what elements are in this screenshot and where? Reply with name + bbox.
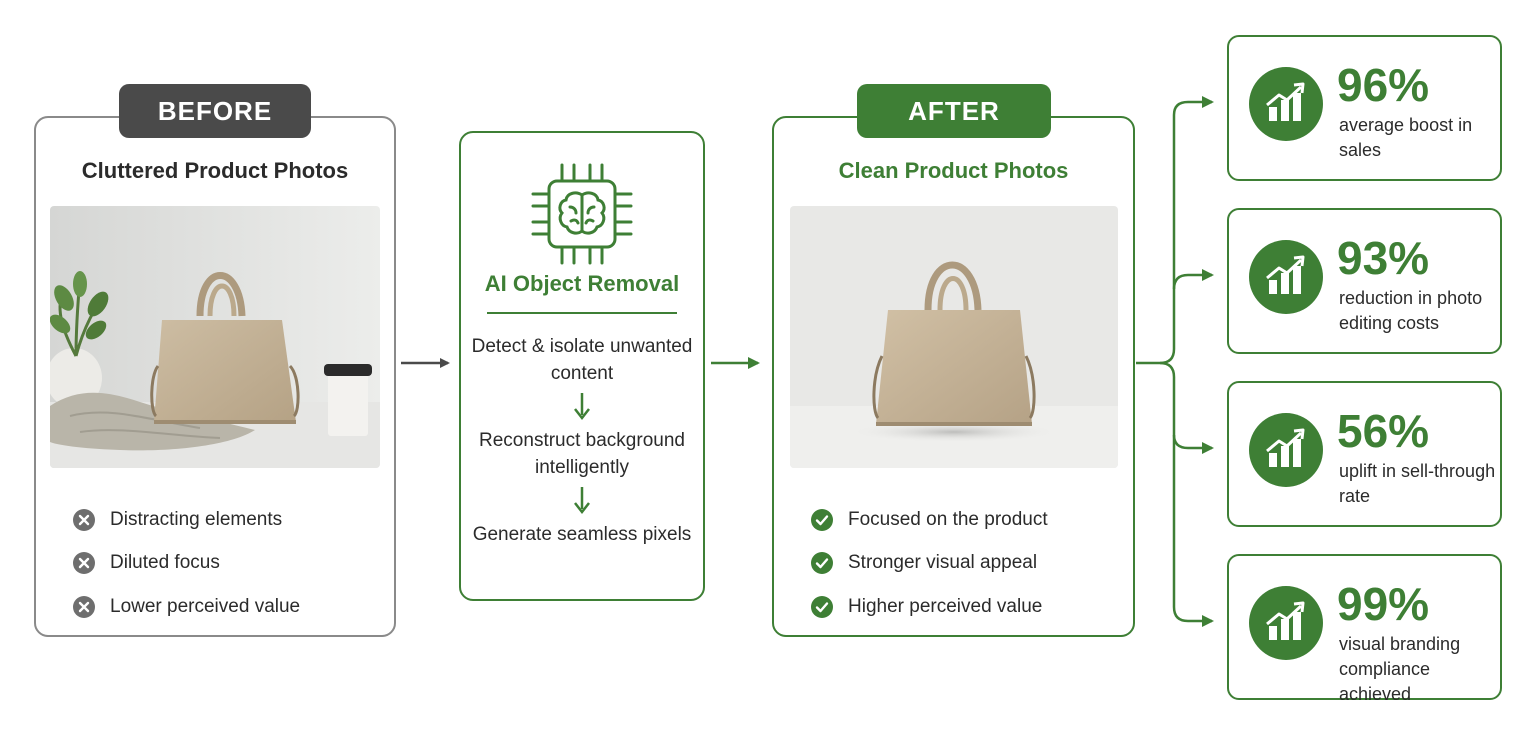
list-item: Diluted focus [72,542,300,586]
stat-label: visual branding compliance achieved [1339,634,1461,704]
branch-to-stat-4 [1172,435,1214,627]
arrow-down-icon [572,391,592,421]
branch-to-stat-2 [1172,269,1214,290]
list-item: Lower perceived value [72,585,300,629]
ai-step-reconstruct: Reconstruct background intelligently [479,430,685,478]
ai-divider [487,312,677,314]
list-item: Stronger visual appeal [810,542,1048,586]
stat-card: 93% reduction in photo editing costs [1227,208,1502,354]
stat-value: 99% [1337,578,1430,630]
cluttered-product-photo [50,206,380,468]
growth-chart-icon [1249,586,1323,660]
after-panel: Clean Product Photos [772,116,1135,637]
list-item: Distracting elements [72,498,300,542]
before-bullet-list: Distracting elements Diluted focus Lower… [72,498,300,629]
stat-card: 99% visual branding compliance achieved [1227,554,1502,704]
check-circle-icon [810,595,834,619]
after-bullet-list: Focused on the product Stronger visual a… [810,498,1048,629]
check-circle-icon [810,551,834,575]
x-circle-icon [72,508,96,532]
arrow-down-icon [572,485,592,515]
branch-to-stat-3 [1159,361,1214,454]
stat-value: 56% [1337,405,1430,457]
list-item: Higher perceived value [810,585,1048,629]
before-bullet-text: Distracting elements [110,508,283,530]
growth-chart-icon [1249,67,1323,141]
stat-label: average boost in sales [1339,115,1473,160]
ai-process-panel: AI Object Removal Detect & isolate unwan… [459,131,705,601]
before-bullet-text: Diluted focus [110,552,220,574]
x-circle-icon [72,551,96,575]
list-item: Focused on the product [810,498,1048,542]
before-panel: Cluttered Product Photos [34,116,396,637]
after-bullet-text: Stronger visual appeal [848,552,1038,574]
before-tag: BEFORE [119,84,311,138]
brain-chip-icon [529,161,635,267]
ai-step-detect: Detect & isolate unwanted content [471,336,693,384]
ai-title: AI Object Removal [484,271,680,296]
after-bullet-text: Focused on the product [848,508,1048,530]
growth-chart-icon [1249,413,1323,487]
clean-product-photo [790,206,1118,468]
stat-card: 96% average boost in sales [1227,35,1502,181]
stat-label: uplift in sell-through rate [1339,461,1496,506]
branch-trunk [1136,96,1214,365]
before-title: Cluttered Product Photos [81,158,349,183]
after-title: Clean Product Photos [838,158,1069,183]
stat-value: 93% [1337,232,1430,284]
ai-step-generate: Generate seamless pixels [472,524,692,545]
x-circle-icon [72,595,96,619]
stat-card: 56% uplift in sell-through rate [1227,381,1502,527]
stat-value: 96% [1337,59,1430,111]
stat-label: reduction in photo editing costs [1339,288,1483,333]
after-bullet-text: Higher perceived value [848,595,1043,617]
growth-chart-icon [1249,240,1323,314]
check-circle-icon [810,508,834,532]
after-tag: AFTER [857,84,1051,138]
before-bullet-text: Lower perceived value [110,595,301,617]
